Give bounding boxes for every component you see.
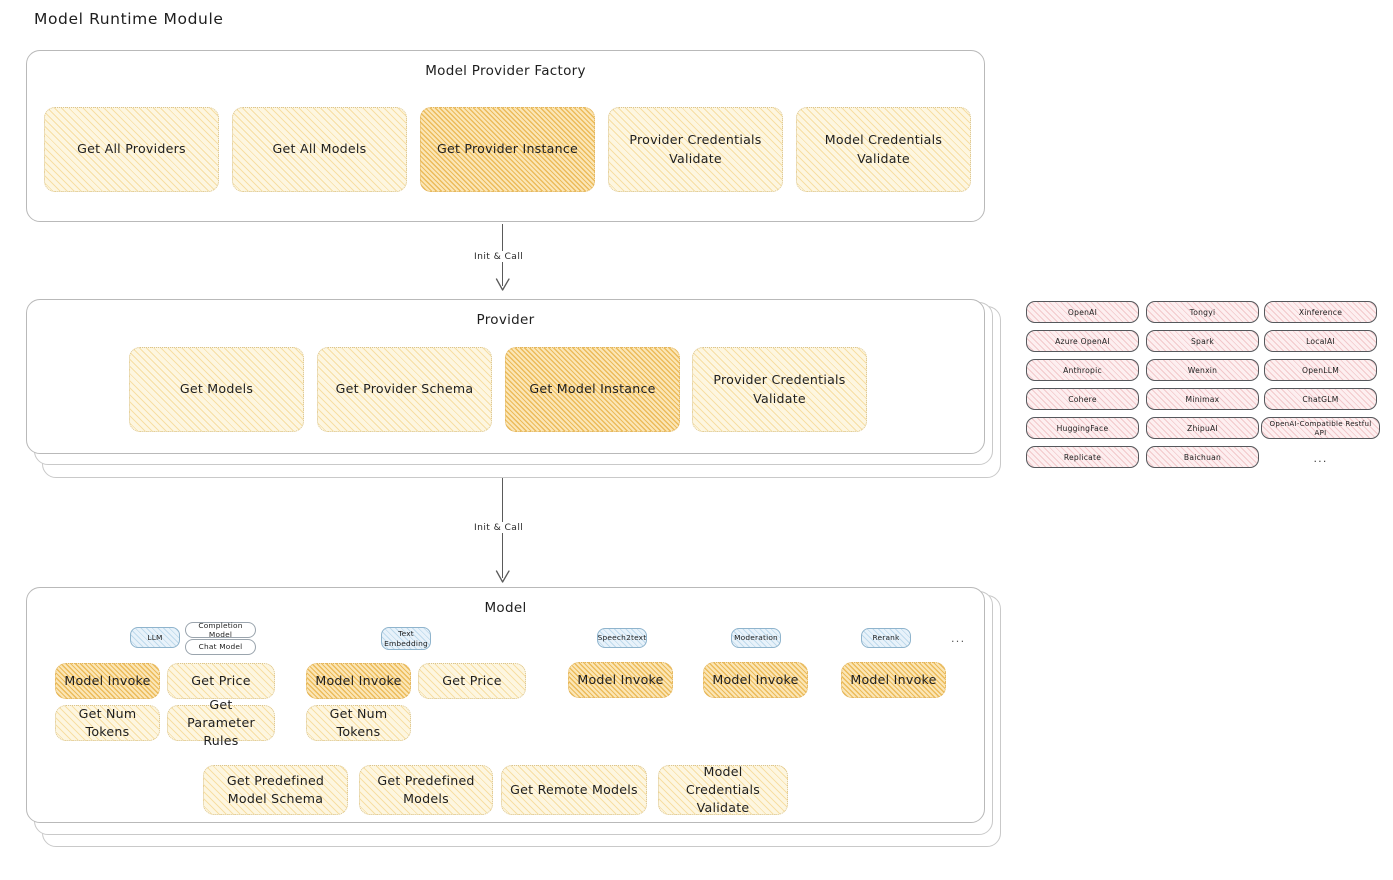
arrow-provider-to-model-label: Init & Call [470, 522, 528, 533]
provider-chip-wenxin[interactable]: Wenxin [1146, 359, 1259, 381]
provider-chip-replicate[interactable]: Replicate [1026, 446, 1139, 468]
provider-chip-localai[interactable]: LocalAI [1264, 330, 1377, 352]
arrow-factory-to-provider-label: Init & Call [470, 251, 528, 262]
model-shared-node-model-credentials-validate[interactable]: Model Credentials Validate [658, 764, 788, 815]
provider-chip-zhipuai[interactable]: ZhipuAI [1146, 417, 1259, 439]
provider-chip-azure-openai[interactable]: Azure OpenAI [1026, 330, 1139, 352]
provider-chip-openllm[interactable]: OpenLLM [1264, 359, 1377, 381]
provider-title: Provider [476, 312, 535, 328]
model-type-pill-speech2text[interactable]: Speech2text [597, 628, 647, 648]
provider-chip-tongyi[interactable]: Tongyi [1146, 301, 1259, 323]
factory-node-provider-credentials-validate[interactable]: Provider Credentials Validate [608, 107, 783, 192]
model-type-pill-text-embedding[interactable]: Text Embedding [381, 627, 431, 650]
model-subtype-pill-completion-model[interactable]: Completion Model [185, 621, 256, 639]
arrow-provider-to-model-head [495, 570, 510, 583]
provider-node-get-provider-schema[interactable]: Get Provider Schema [317, 347, 492, 432]
model-text-embedding-node-get-price[interactable]: Get Price [418, 663, 526, 699]
model-shared-node-get-predefined-model-schema[interactable]: Get Predefined Model Schema [203, 765, 348, 815]
provider-chip-spark[interactable]: Spark [1146, 330, 1259, 352]
model-speech2text-node-model-invoke[interactable]: Model Invoke [568, 662, 673, 698]
model-subtype-pill-chat-model[interactable]: Chat Model [185, 639, 256, 655]
model-llm-node-get-num-tokens[interactable]: Get Num Tokens [55, 705, 160, 741]
provider-chip-minimax[interactable]: Minimax [1146, 388, 1259, 410]
model-shared-node-get-predefined-models[interactable]: Get Predefined Models [359, 765, 493, 815]
provider-node-provider-credentials-validate[interactable]: Provider Credentials Validate [692, 347, 867, 432]
model-type-pill-rerank[interactable]: Rerank [861, 628, 911, 648]
provider-node-get-models[interactable]: Get Models [129, 347, 304, 432]
provider-chip-cohere[interactable]: Cohere [1026, 388, 1139, 410]
model-types-ellipsis: ... [951, 632, 966, 645]
provider-chip-anthropic[interactable]: Anthropic [1026, 359, 1139, 381]
model-title: Model [484, 600, 527, 616]
provider-list-ellipsis: ... [1313, 452, 1328, 465]
provider-chip-baichuan[interactable]: Baichuan [1146, 446, 1259, 468]
model-type-pill-llm[interactable]: LLM [130, 627, 180, 648]
provider-node-get-model-instance[interactable]: Get Model Instance [505, 347, 680, 432]
provider-chip-openai-compatible-restful-api[interactable]: OpenAI-Compatible Restful API [1261, 417, 1380, 439]
provider-chip-huggingface[interactable]: HuggingFace [1026, 417, 1139, 439]
factory-node-get-all-providers[interactable]: Get All Providers [44, 107, 219, 192]
factory-node-get-provider-instance[interactable]: Get Provider Instance [420, 107, 595, 192]
provider-chip-openai[interactable]: OpenAI [1026, 301, 1139, 323]
model-llm-node-get-parameter-rules[interactable]: Get Parameter Rules [167, 697, 275, 748]
provider-chip-chatglm[interactable]: ChatGLM [1264, 388, 1377, 410]
model-provider-factory-title: Model Provider Factory [425, 63, 586, 79]
model-text-embedding-node-model-invoke[interactable]: Model Invoke [306, 663, 411, 699]
model-rerank-node-model-invoke[interactable]: Model Invoke [841, 662, 946, 698]
arrow-factory-to-provider-head [495, 278, 510, 291]
model-type-pill-moderation[interactable]: Moderation [731, 628, 781, 648]
model-shared-node-get-remote-models[interactable]: Get Remote Models [501, 765, 647, 815]
provider-chip-xinference[interactable]: Xinference [1264, 301, 1377, 323]
page-title: Model Runtime Module [34, 10, 224, 28]
model-llm-node-model-invoke[interactable]: Model Invoke [55, 663, 160, 699]
model-llm-node-get-price[interactable]: Get Price [167, 663, 275, 699]
factory-node-get-all-models[interactable]: Get All Models [232, 107, 407, 192]
model-text-embedding-node-get-num-tokens[interactable]: Get Num Tokens [306, 705, 411, 741]
model-moderation-node-model-invoke[interactable]: Model Invoke [703, 662, 808, 698]
factory-node-model-credentials-validate[interactable]: Model Credentials Validate [796, 107, 971, 192]
